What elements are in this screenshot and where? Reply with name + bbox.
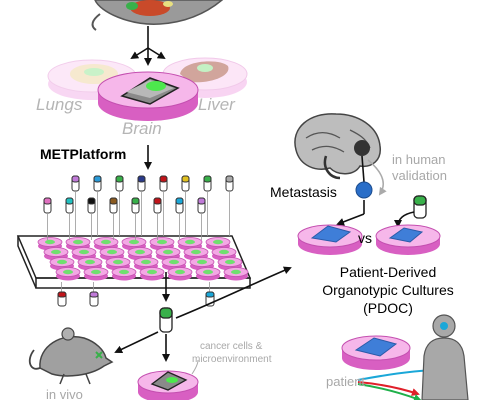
vial-icon (159, 175, 168, 192)
vial-to-dish-arrow (394, 211, 415, 228)
plate-well (223, 267, 249, 281)
split-arrows (130, 26, 166, 66)
culture-dish-bottom (137, 370, 199, 400)
vial-icon (89, 291, 99, 307)
patient-dish (341, 335, 411, 370)
red-arrow (357, 381, 420, 396)
plate-well (139, 267, 165, 281)
vial-icon (65, 197, 74, 214)
plate-well (127, 247, 153, 261)
plate-well (211, 247, 237, 261)
vial-icon (181, 175, 190, 192)
vial-icon-hit (159, 307, 173, 333)
label-metastasis: Metastasis (270, 184, 337, 200)
plate-well (217, 257, 243, 271)
vial-drop-lines (47, 192, 230, 292)
plate-well (55, 267, 81, 281)
vial-icon (197, 197, 206, 214)
metastasis-dot (355, 181, 373, 199)
plate-well (77, 257, 103, 271)
vial-icon (87, 197, 96, 214)
label-pdoc-1: Patient-Derived (339, 264, 437, 280)
plate-well (195, 267, 221, 281)
label-lungs: Lungs (36, 95, 83, 114)
mouse-icon-top (91, 0, 224, 31)
vial-icon (131, 197, 140, 214)
label-validation-1: in human (392, 152, 446, 167)
vial-icon (43, 197, 52, 214)
label-pdoc-3: (PDOC) (363, 300, 413, 316)
plate-well (71, 247, 97, 261)
brain-icon (294, 113, 381, 180)
vial-icon (93, 175, 102, 192)
label-cancer-cells-2: microenvironment (192, 354, 272, 365)
label-patient: patient (326, 374, 366, 389)
vial-icon (175, 197, 184, 214)
drug-vials-bottom (57, 291, 215, 307)
brain-to-metastasis-line (361, 155, 365, 183)
arrow-to-in-vivo (114, 331, 159, 354)
label-validation-2: validation (392, 168, 447, 183)
vial-icon (225, 175, 234, 192)
pdoc-dish-treated (375, 224, 441, 255)
plate-well (43, 247, 69, 261)
vial-icon (57, 291, 67, 307)
drug-vials-top (43, 175, 234, 214)
vial-icon (115, 175, 124, 192)
label-liver: Liver (198, 95, 235, 114)
vial-icon (137, 175, 146, 192)
human-silhouette-icon (421, 314, 469, 400)
vial-icon-validation (413, 195, 427, 219)
arrow-left-dish (336, 213, 365, 226)
label-cancer-cells-1: cancer cells & (200, 341, 263, 352)
pointer-line (191, 359, 199, 375)
mouse-icon-in-vivo (28, 327, 114, 385)
arrow-to-pdoc (175, 266, 292, 319)
green-arrow (357, 383, 422, 400)
vial-icon (153, 197, 162, 214)
plate-well (111, 267, 137, 281)
label-brain: Brain (122, 119, 162, 138)
vial-icon (203, 175, 212, 192)
plate-well (149, 237, 175, 251)
plate-well (99, 247, 125, 261)
pdoc-dish-control (297, 224, 363, 255)
brain-dish (97, 71, 199, 121)
vial-icon (109, 197, 118, 214)
vial-icon (71, 175, 80, 192)
validation-arrow (367, 159, 387, 196)
label-vs: vs (358, 230, 372, 246)
plate-well (83, 267, 109, 281)
label-in-vivo: in vivo (46, 387, 83, 402)
plate-well (167, 267, 193, 281)
label-metplatform: METPlatform (40, 146, 127, 162)
multiwell-plate (16, 235, 252, 289)
label-pdoc-2: Organotypic Cultures (322, 282, 454, 298)
